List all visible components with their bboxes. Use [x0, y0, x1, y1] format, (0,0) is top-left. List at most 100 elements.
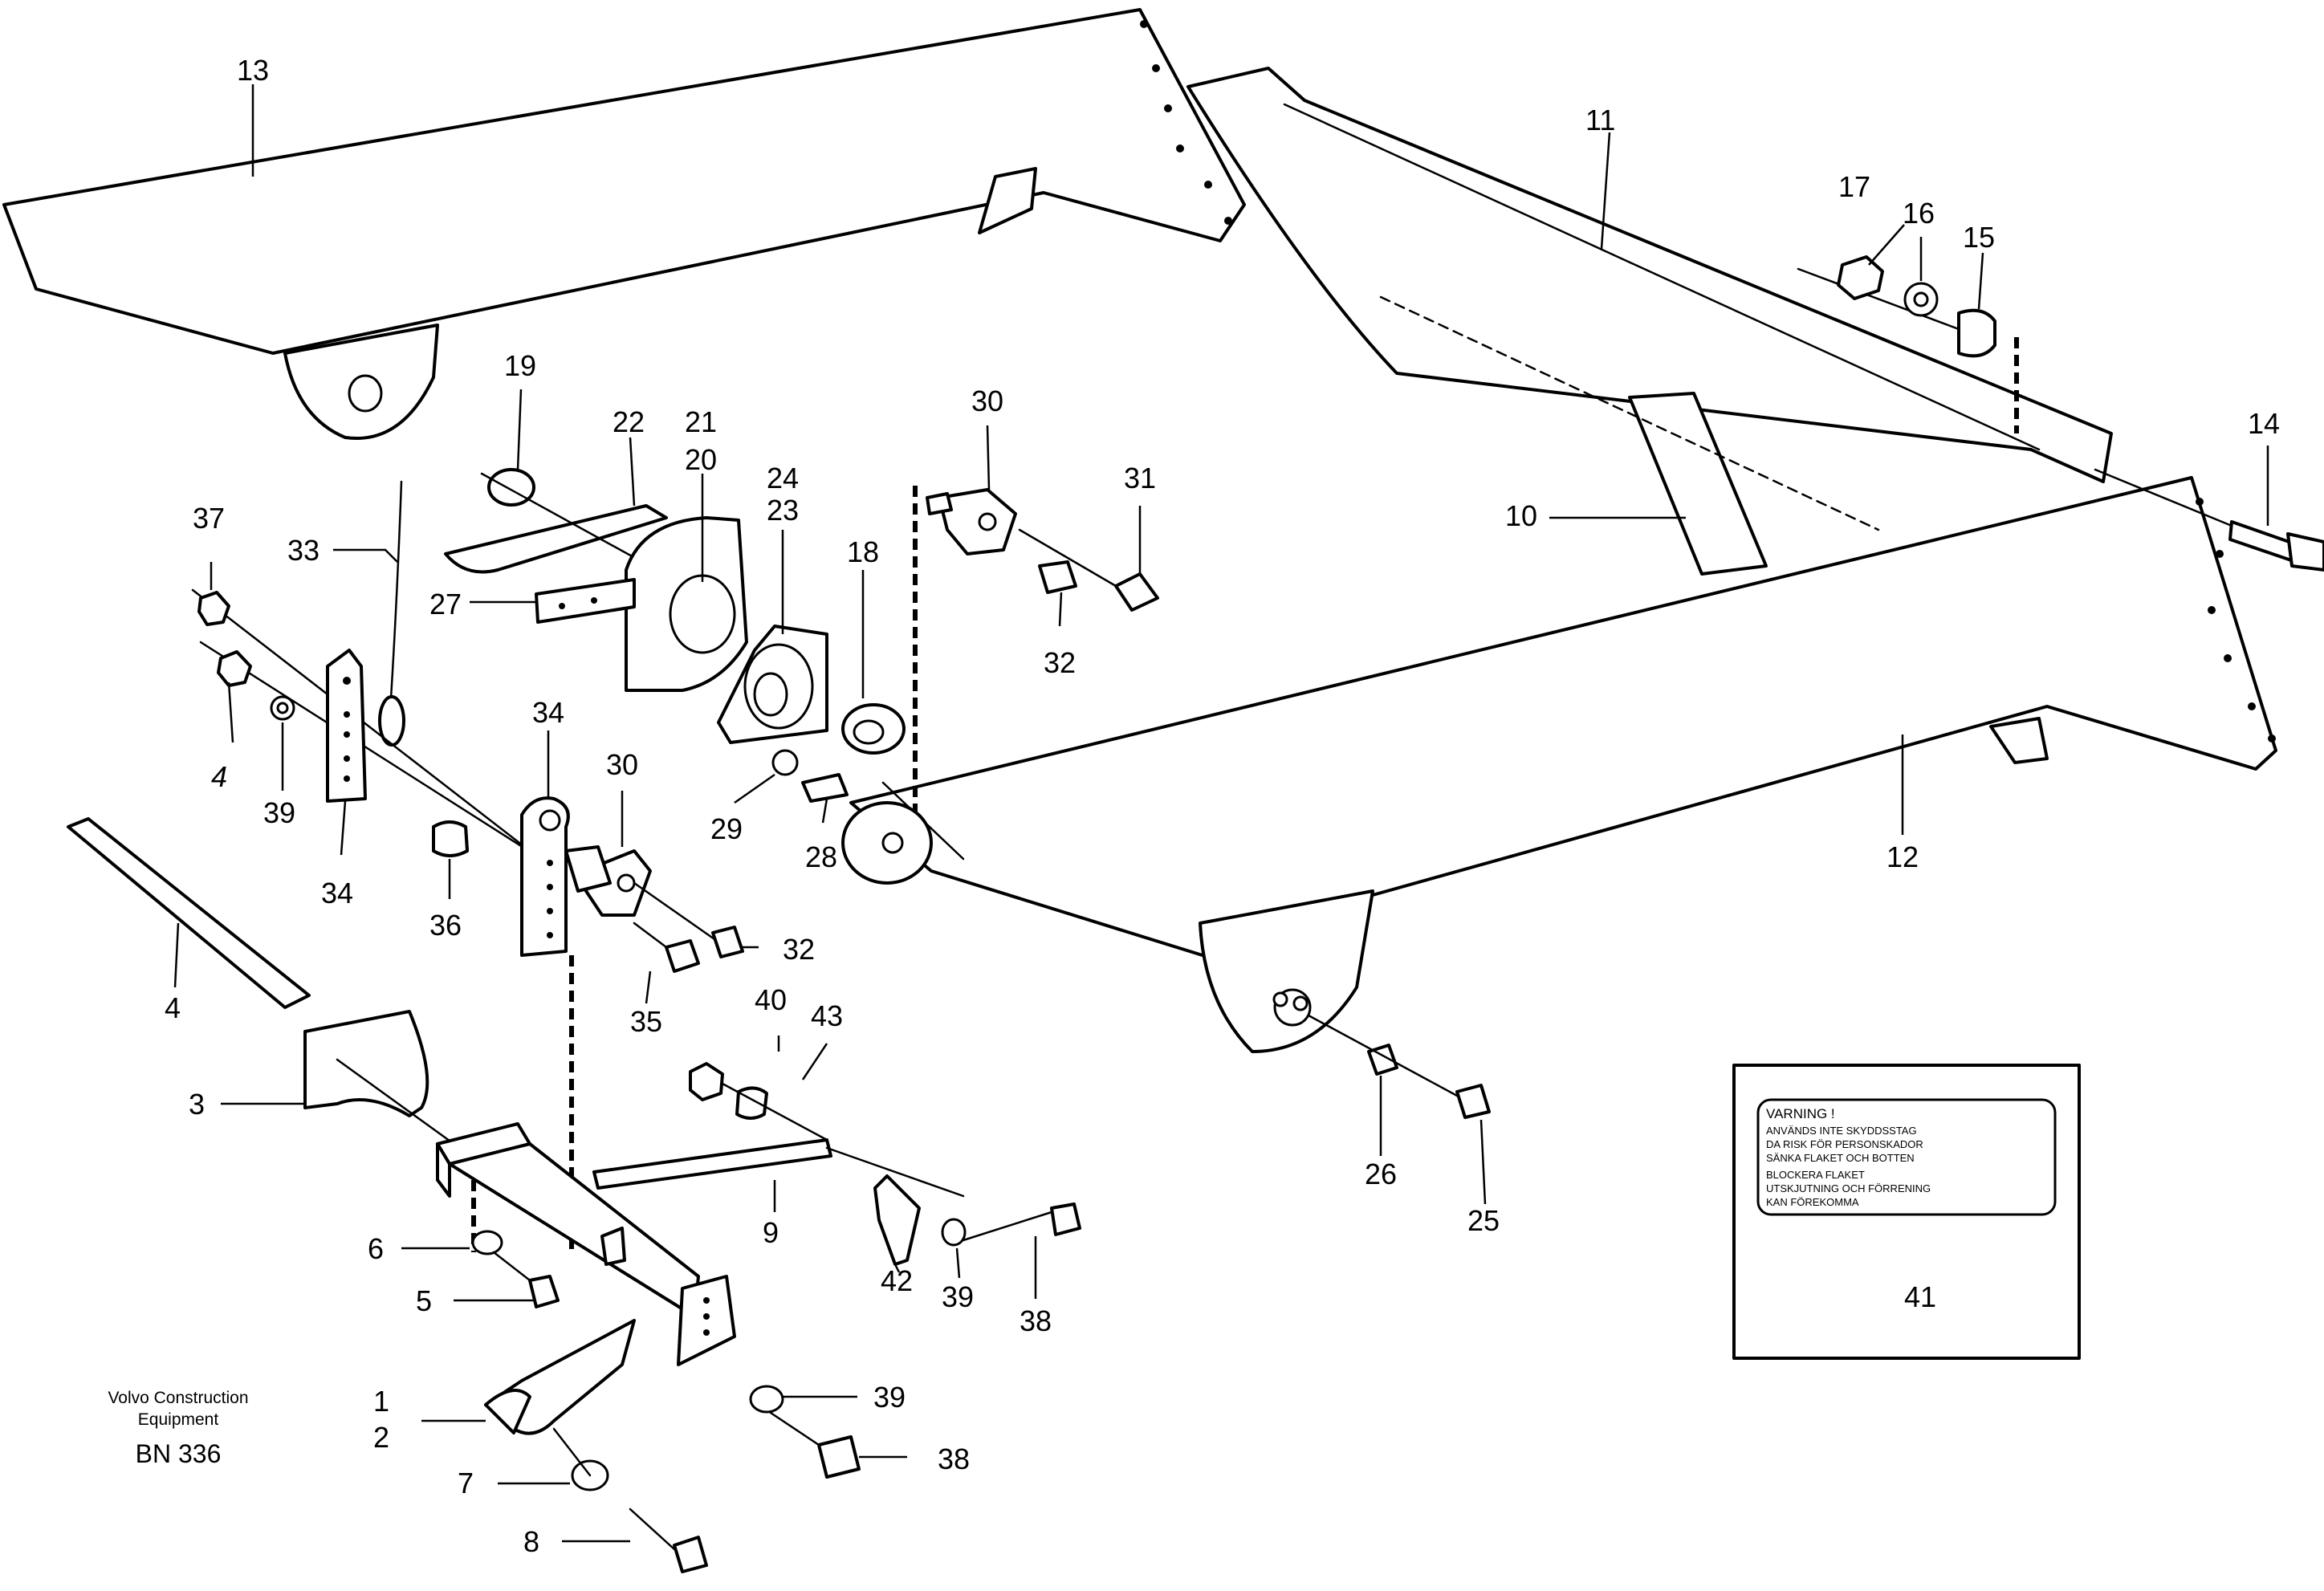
- callout-7: 7: [458, 1467, 474, 1499]
- support-beam-11: [1186, 67, 2113, 483]
- callout-4: 4: [165, 991, 181, 1024]
- washer-39-lower: [749, 1385, 784, 1414]
- bolt-32-upper: [1038, 560, 1077, 594]
- callout-34-right: 34: [532, 696, 564, 729]
- bushing-18: [841, 703, 906, 755]
- callout-1: 1: [373, 1385, 389, 1418]
- spacer-36: [432, 820, 469, 857]
- callout-33: 33: [287, 534, 319, 567]
- brand-name: Volvo Construction: [108, 1389, 248, 1407]
- callout-30-lower: 30: [606, 748, 638, 781]
- callout-13: 13: [237, 54, 269, 87]
- callout-23: 23: [767, 494, 799, 527]
- branding: Volvo Construction Equipment BN 336: [108, 1389, 248, 1468]
- bearing-housing-23-24: [717, 625, 828, 744]
- bolt-14: [2094, 468, 2324, 572]
- callout-27: 27: [429, 588, 462, 621]
- callout-39-right: 39: [942, 1280, 974, 1313]
- callout-31: 31: [1124, 462, 1156, 494]
- callout-36: 36: [429, 909, 462, 942]
- bar-9: [592, 1138, 965, 1198]
- fasteners-37-4-39: [191, 588, 556, 869]
- brand-sub: Equipment: [138, 1410, 219, 1429]
- callout-35: 35: [630, 1005, 662, 1038]
- callout-11: 11: [1585, 104, 1615, 136]
- callout-3: 3: [189, 1088, 205, 1121]
- callout-19: 19: [504, 349, 536, 382]
- callout-26: 26: [1365, 1158, 1397, 1190]
- callout-25: 25: [1467, 1204, 1500, 1237]
- callout-28: 28: [805, 840, 837, 873]
- bracket-assembly-1-2: [436, 1122, 736, 1435]
- callout-22: 22: [613, 405, 645, 438]
- callout-20: 20: [685, 443, 717, 476]
- callout-18: 18: [847, 535, 879, 568]
- callout-21: 21: [685, 405, 717, 438]
- callout-4-italic: 4: [211, 760, 227, 793]
- frame-beam-12: [849, 476, 2277, 1053]
- callout-labels: 13 11 17 16 15 14 10 12 19 22 21 20 24 2…: [165, 54, 2280, 1558]
- callout-14: 14: [2248, 407, 2280, 440]
- bar-27: [535, 578, 636, 624]
- washer-6: [471, 1230, 503, 1255]
- callout-40: 40: [755, 983, 787, 1016]
- inner-plate-10: [1379, 295, 1880, 576]
- bolt-5: [492, 1251, 560, 1308]
- fasteners-15-16-17: [1797, 255, 2019, 433]
- bolt-38-lower: [769, 1411, 861, 1479]
- strip-4: [67, 817, 311, 1009]
- cable-33: [378, 480, 405, 747]
- bracket-20-21: [625, 516, 748, 692]
- callout-34-left: 34: [321, 877, 353, 909]
- callout-9: 9: [763, 1216, 779, 1249]
- bracket-42: [873, 1174, 921, 1266]
- warning-line: ANVÄNDS INTE SKYDDSSTAG: [1766, 1125, 1917, 1137]
- callout-39-lower: 39: [873, 1381, 906, 1414]
- pin-30-lower: [564, 845, 716, 941]
- callout-6: 6: [368, 1232, 384, 1265]
- drawing-code: BN 336: [136, 1439, 222, 1468]
- washer-29: [771, 749, 799, 776]
- warning-line: DA RISK FÖR PERSONSKADOR: [1766, 1138, 1923, 1150]
- warning-line: SÄNKA FLAKET OCH BOTTEN: [1766, 1152, 1915, 1164]
- callout-8: 8: [523, 1525, 539, 1558]
- warning-sign-41: VARNING ! ANVÄNDS INTE SKYDDSSTAG DA RIS…: [1732, 1064, 2081, 1360]
- callout-39-left: 39: [263, 796, 295, 829]
- callout-30-upper: 30: [971, 385, 1003, 417]
- callout-41: 41: [1904, 1280, 1936, 1313]
- washer-7: [552, 1427, 609, 1491]
- spacer-43: [721, 1082, 828, 1141]
- bolt-31: [1018, 528, 1159, 612]
- warning-title: VARNING !: [1766, 1106, 1835, 1121]
- callout-37: 37: [193, 502, 225, 535]
- callout-24: 24: [767, 462, 799, 494]
- callout-42: 42: [881, 1264, 913, 1297]
- dump-body-side-13: [2, 8, 1246, 440]
- nut-40: [689, 1062, 724, 1101]
- callout-43: 43: [811, 999, 843, 1032]
- bushing-19: [480, 468, 644, 564]
- bolt-35: [633, 922, 700, 973]
- warning-line: KAN FÖREKOMMA: [1766, 1196, 1859, 1208]
- callout-17: 17: [1838, 170, 1870, 203]
- callout-15: 15: [1963, 221, 1995, 254]
- callout-29: 29: [710, 812, 743, 845]
- bracket-34-right: [520, 796, 574, 1252]
- callout-38-lower: 38: [938, 1442, 970, 1475]
- callout-5: 5: [416, 1284, 432, 1317]
- pin-30-upper: [913, 486, 1017, 815]
- washer-39-right: [941, 1218, 967, 1247]
- bolt-8: [629, 1508, 708, 1573]
- bolt-25: [1307, 1014, 1491, 1119]
- pivot-boss: [841, 801, 933, 885]
- callout-38-upper: 38: [1020, 1304, 1052, 1337]
- bracket-34-left: [326, 649, 367, 803]
- callout-16: 16: [1903, 197, 1935, 230]
- callout-2: 2: [373, 1421, 389, 1454]
- warning-line: UTSKJUTNING OCH FÖRRENING: [1766, 1182, 1931, 1194]
- bolt-38-upper: [962, 1202, 1081, 1242]
- callout-32-upper: 32: [1044, 646, 1076, 679]
- plate-22: [444, 504, 668, 574]
- warning-line: BLOCKERA FLAKET: [1766, 1169, 1865, 1181]
